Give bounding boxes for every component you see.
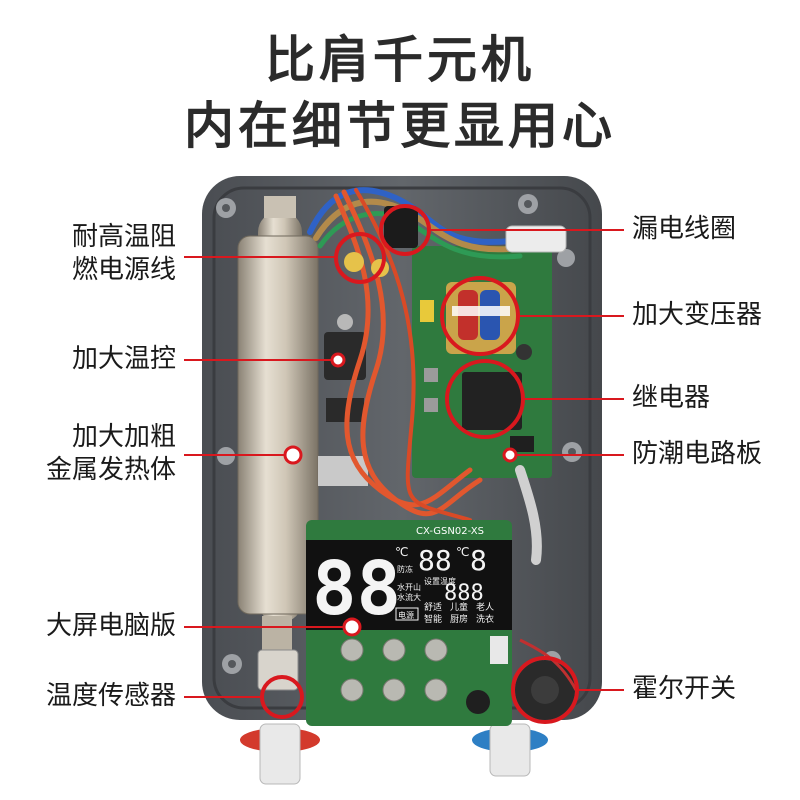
tact-button — [340, 678, 364, 702]
lcd-mode-3: 老人 — [476, 601, 494, 613]
headline-line-1: 比肩千元机 — [265, 31, 535, 89]
label-sensor: 温度传感器 — [45, 681, 176, 711]
tact-button — [382, 638, 406, 662]
label-relay: 继电器 — [632, 383, 711, 413]
label-board: 大屏电脑版 — [45, 611, 176, 641]
lcd-mode-1: 舒适 — [424, 601, 442, 613]
tact-button — [424, 678, 448, 702]
lcd-unit-2: ℃ — [456, 545, 469, 559]
label-heater: 加大加粗金属发热体 — [45, 422, 176, 485]
label-leak-coil: 漏电线圈 — [632, 214, 737, 244]
lcd-label-water: 水开山 — [397, 582, 421, 592]
lcd-label-sleep: 防冻 — [397, 564, 413, 574]
lcd-big-digits: 88 — [312, 546, 401, 632]
tact-button — [340, 638, 364, 662]
display-pcb: CX-GSN02-XS 88 ℃ 88 ℃ 8 防冻 设置温度 水开山 水流大 … — [306, 520, 512, 726]
heating-tube — [237, 196, 319, 691]
label-wire: 耐高温阻燃电源线 — [71, 222, 176, 285]
lcd-unit-1: ℃ — [395, 545, 408, 559]
pcb-model-label: CX-GSN02-XS — [416, 526, 484, 537]
water-connectors — [240, 723, 548, 785]
callout-dot-thermostat — [330, 352, 346, 368]
lcd-display — [306, 540, 512, 630]
callout-dot-pcb — [502, 447, 518, 463]
terminal-yellow — [344, 252, 364, 272]
lcd-label-flow: 水流大 — [397, 592, 421, 602]
lcd-mode-4: 智能 — [424, 613, 442, 625]
cable-clamp — [505, 225, 567, 253]
tact-button — [424, 638, 448, 662]
callout-dot-heater — [283, 445, 303, 465]
lcd-mode-6: 洗衣 — [476, 613, 494, 625]
callout-dot-board — [342, 617, 362, 637]
lcd-label-power: 电源 — [398, 610, 414, 620]
lcd-label-set: 设置温度 — [424, 576, 456, 586]
lcd-flow-digits: 888 — [444, 581, 484, 606]
leak-coil-body — [384, 206, 418, 248]
tact-button — [382, 678, 406, 702]
headline-line-2: 内在细节更显用心 — [184, 97, 616, 155]
lcd-digit-small: 8 — [470, 544, 487, 577]
label-thermostat: 加大温控 — [71, 344, 176, 374]
label-transformer: 加大变压器 — [632, 300, 763, 330]
lcd-mode-2: 儿童 — [450, 601, 468, 613]
hall-sensor — [515, 638, 578, 720]
lcd-mode-5: 厨房 — [450, 613, 468, 625]
label-hall: 霍尔开关 — [632, 674, 737, 704]
label-pcb: 防潮电路板 — [632, 439, 763, 469]
lcd-temp-digits: 88 — [418, 544, 452, 577]
